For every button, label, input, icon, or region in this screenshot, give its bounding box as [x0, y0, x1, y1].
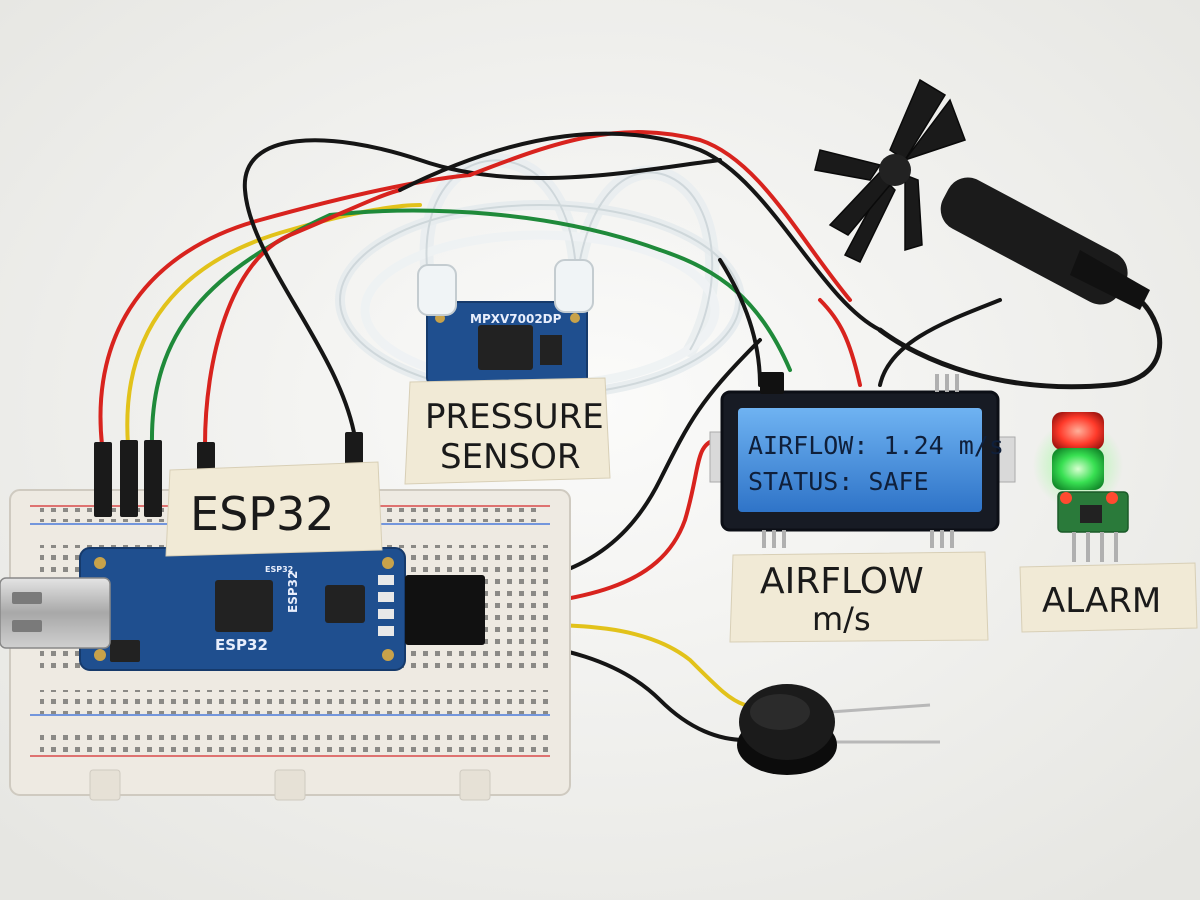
sensor-chip-label: MPXV7002DP: [470, 312, 562, 326]
esp32-silkscreen: ESP32: [215, 636, 268, 654]
lcd-screen: [738, 408, 982, 512]
green-led: [1052, 448, 1104, 490]
lcd-line-2: STATUS: SAFE: [748, 467, 929, 496]
pressure-tape-label: PRESSURE SENSOR: [404, 377, 611, 485]
pressure-label-line1: PRESSURE: [425, 397, 604, 437]
usb-connector: [0, 577, 111, 649]
airflow-label-line2: m/s: [812, 600, 871, 638]
pressure-label-line2: SENSOR: [440, 437, 580, 477]
pressure-sensor-board: MPXV7002DP: [417, 259, 594, 385]
anemometer-fan: [814, 78, 1150, 310]
esp32-label-text: ESP32: [190, 487, 335, 541]
alarm-led-module: [1033, 412, 1129, 562]
esp32-chip: [215, 580, 273, 632]
sensor-chip: [478, 325, 533, 370]
esp32-silkscreen-top: ESP32: [265, 565, 293, 574]
airflow-tape-label: AIRFLOW m/s: [729, 551, 989, 643]
esp32-silkscreen-side: ESP32: [286, 571, 300, 613]
buzzer: [737, 684, 940, 775]
lcd-module: AIRFLOW: 1.24 m/s STATUS: SAFE: [709, 372, 1016, 548]
airflow-label-line1: AIRFLOW: [760, 561, 924, 602]
alarm-tape-label: ALARM: [1019, 562, 1198, 633]
jumper-wires: [98, 130, 1163, 742]
esp32-tape-label: ESP32: [165, 461, 383, 557]
esp32-board: ESP32 ESP32 ESP32: [79, 547, 485, 671]
jumper-headers: [94, 432, 363, 517]
lcd-line-1: AIRFLOW: 1.24 m/s: [748, 431, 1004, 460]
alarm-label-text: ALARM: [1042, 581, 1161, 621]
red-led: [1052, 412, 1104, 450]
